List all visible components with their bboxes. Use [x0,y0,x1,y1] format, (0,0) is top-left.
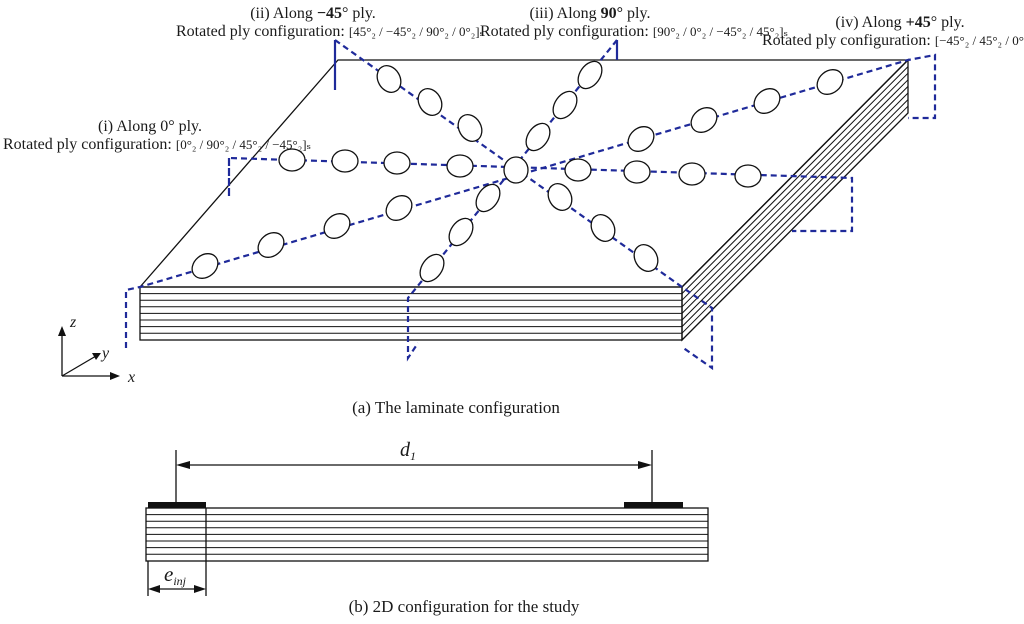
y-arrow-icon [92,353,101,360]
sensor-ellipse [627,126,655,152]
caption-b: (b) 2D configuration for the study [349,597,580,616]
arrow-left-icon [176,461,190,469]
line-45-ply [124,53,937,348]
annotation-0-config: Rotated ply configuration: [0°₂ / 90°₂ /… [3,136,311,153]
annotation-90-ply: (iii) Along 90° ply. Rotated ply configu… [480,5,788,40]
x-arrow-icon [110,372,120,380]
axis-z-label: z [69,314,77,331]
annotation-neg45-title: (ii) Along −45° ply. [250,5,376,22]
dimension-einj: einj [147,561,207,596]
laminate-2d [145,502,709,562]
sensor-ellipse [376,65,402,93]
front-ply-lines [140,293,682,334]
einj-label: einj [164,562,187,588]
annotation-90-title: (iii) Along 90° ply. [530,5,651,22]
line-neg45-ply [333,37,714,371]
sensor-ellipse [577,60,603,90]
sensor-ellipse [816,69,844,95]
line-0-ply [227,156,854,233]
dimension-d1: d1 [175,439,653,502]
sensor-ellipse [278,148,306,172]
annotation-neg45-config: Rotated ply configuration: [45°₂ / −45°₂… [176,23,484,40]
transducer-left [148,502,206,508]
sensor-ellipse [525,122,551,152]
annotation-neg45-ply: (ii) Along −45° ply. Rotated ply configu… [176,5,484,40]
sensor-ellipse [564,158,592,182]
right-ply-lines [681,66,909,334]
sensor-ellipse [475,183,501,213]
sensor-ellipse [191,253,219,279]
sensor-ellipse [323,213,351,239]
laminate-plate [138,58,910,342]
arrow-right-icon [194,585,206,593]
line-90-ply [406,36,619,362]
annotation-0-title: (i) Along 0° ply. [98,118,202,135]
caption-a: (a) The laminate configuration [352,398,560,417]
sensor-ellipse [623,160,651,184]
annotation-45-ply: (iv) Along +45° ply. Rotated ply configu… [762,14,1024,49]
sensor-ellipses [191,60,844,283]
arrow-left-icon [148,585,160,593]
d1-label: d1 [400,439,416,463]
sensor-ellipse [385,195,413,221]
annotation-45-title: (iv) Along +45° ply. [835,14,964,31]
transducer-right [624,502,683,508]
annotation-45-config: Rotated ply configuration: [−45°₂ / 45°₂… [762,32,1024,49]
sensor-ellipse [446,154,474,178]
sensor-ellipse [633,244,659,272]
sensor-ellipse [448,217,474,247]
sensor-ellipse [383,151,411,175]
sensor-ellipse [678,162,706,186]
sensor-ellipse-center [503,156,529,184]
sensor-ellipse [457,114,483,142]
dashed-ply-lines [124,36,937,371]
sensor-ellipse [753,88,781,114]
sensor-ellipse [690,107,718,133]
sensor-ellipse [552,90,578,120]
sensor-ellipse [547,183,573,211]
sensor-ellipse [419,253,445,283]
arrow-right-icon [638,461,652,469]
sensor-ellipse [417,88,443,116]
axis-x-label: x [127,369,135,386]
annotation-0-ply: (i) Along 0° ply. Rotated ply configurat… [3,118,311,153]
annotation-90-config: Rotated ply configuration: [90°₂ / 0°₂ /… [480,23,788,40]
sensor-ellipse [734,164,762,188]
sensor-ellipse [331,149,359,173]
plate-right-face [681,58,909,342]
sensor-ellipse [257,232,285,258]
z-arrow-icon [58,326,66,336]
axis-y-label: y [100,345,110,362]
sensor-ellipse [590,214,616,242]
axes-triad: z y x [58,314,135,386]
